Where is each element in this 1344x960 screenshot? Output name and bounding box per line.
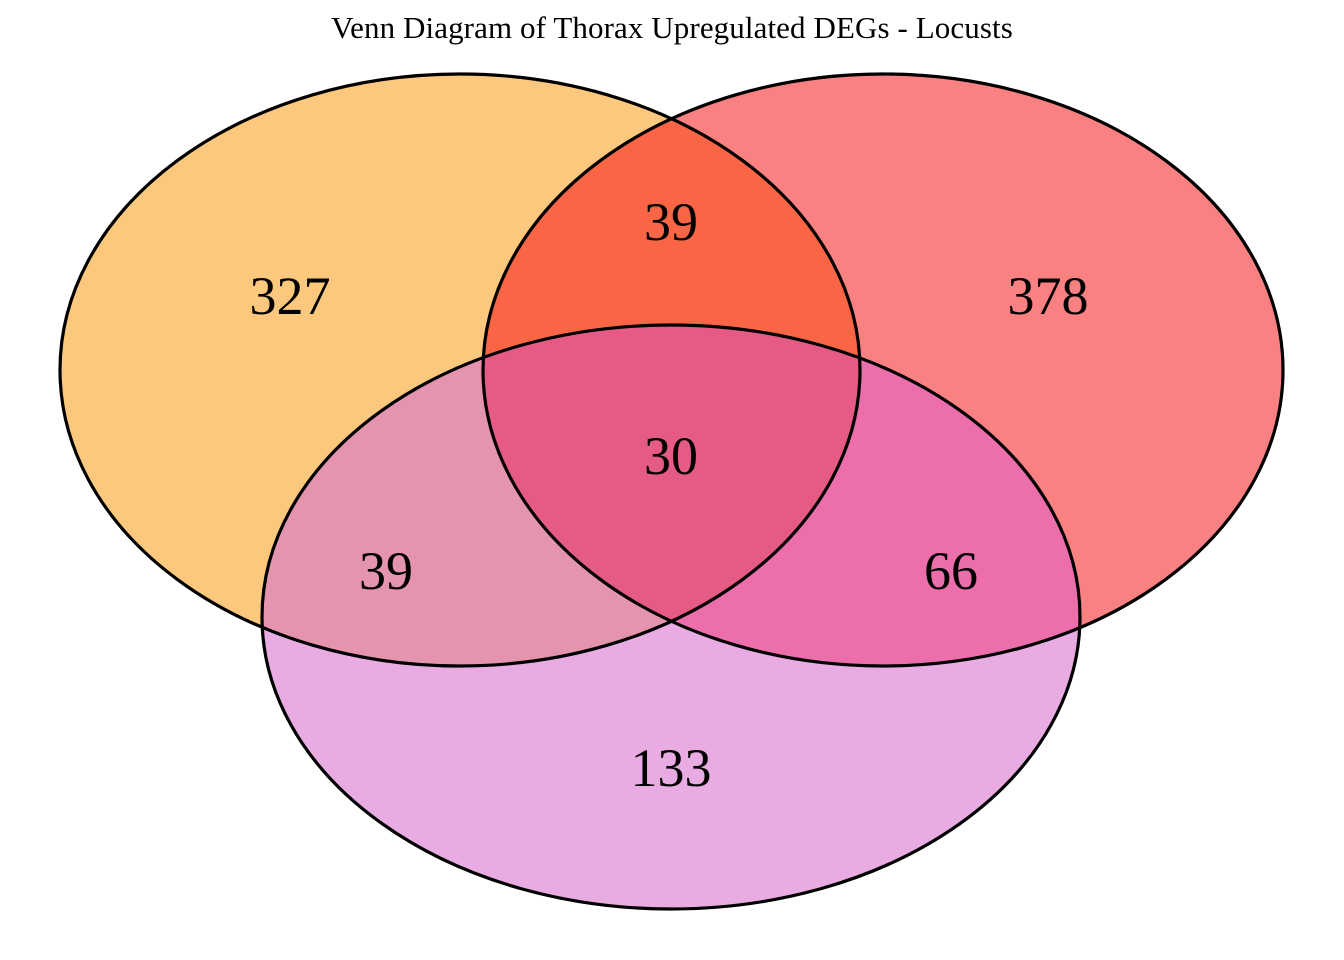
venn-set-c-outline (260, 323, 1082, 911)
overlap-abc-outer (483, 325, 860, 666)
venn-region-abc (483, 325, 860, 666)
venn-count-ab: 39 (644, 192, 698, 252)
overlap-abc-mid (483, 325, 860, 666)
venn-set-a-outline (58, 72, 862, 668)
venn-region-labels: 327 378 133 39 39 66 30 (250, 192, 1089, 798)
figure-title: Venn Diagram of Thorax Upregulated DEGs … (331, 10, 1013, 45)
venn-count-abc: 30 (644, 426, 698, 486)
venn-count-bc: 66 (924, 541, 978, 601)
venn-count-c-only: 133 (631, 738, 712, 798)
venn-set-b-outline (481, 72, 1285, 668)
venn-count-b-only: 378 (1008, 266, 1089, 326)
venn-count-a-only: 327 (250, 266, 331, 326)
venn-count-ac: 39 (359, 541, 413, 601)
